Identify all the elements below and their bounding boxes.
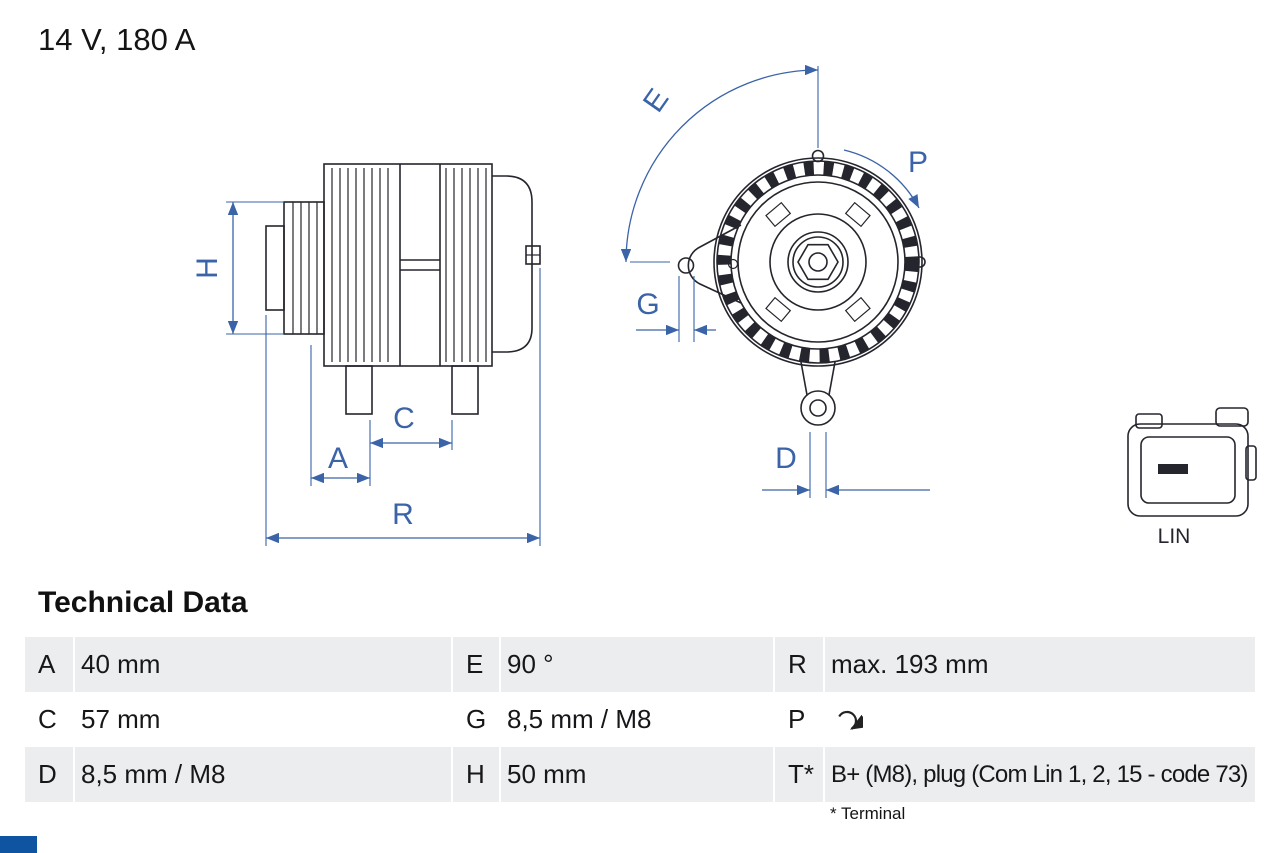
table-cell-key: E: [453, 637, 499, 692]
table-cell-value: 8,5 mm / M8: [507, 704, 652, 734]
table-cell-key: A: [25, 637, 73, 692]
front-view-drawing: [677, 149, 926, 426]
fan-slot-ring: [717, 161, 919, 363]
dimension-r: R: [265, 268, 541, 546]
table-cell-key: D: [25, 747, 73, 802]
connector-drawing: LIN: [1127, 407, 1257, 548]
dim-label-d: D: [775, 442, 797, 475]
table-cell-key: R: [775, 637, 823, 692]
terminal-footnote: * Terminal: [830, 804, 906, 823]
dim-label-p: P: [908, 146, 928, 179]
mounting-lug-front: [345, 365, 373, 415]
connector-mount-tab: [1215, 407, 1249, 427]
table-cell-value: 40 mm: [75, 637, 451, 692]
dimension-h: H: [191, 201, 284, 335]
table-cell-value: max. 193 mm: [825, 637, 1255, 692]
table-cell-value: 57 mm: [81, 704, 161, 734]
table-cell-key: H: [453, 747, 499, 802]
dimension-c: C: [370, 402, 453, 450]
alternator-housing: [323, 163, 493, 367]
alternator-technical-drawing: H A C R: [191, 64, 1257, 548]
dimension-a: A: [310, 345, 371, 486]
dimension-d: D: [762, 432, 930, 498]
table-cell-value: B+ (M8), plug (Com Lin 1, 2, 15 - code 7…: [825, 747, 1255, 802]
brand-mark: [0, 836, 37, 853]
dim-label-c: C: [393, 402, 415, 435]
shaft-nut-hexagon: [797, 243, 839, 281]
connector-body: [1127, 423, 1249, 517]
top-tab-hole: [811, 149, 825, 163]
mounting-ear-bottom: [800, 390, 836, 426]
connector-pin: [1158, 464, 1188, 474]
right-tab-hole: [914, 256, 926, 268]
rotation-direction-icon: [838, 710, 863, 730]
pulley: [283, 201, 325, 335]
dimension-p: P: [843, 146, 928, 209]
pulley-shaft-step: [265, 225, 285, 311]
connector-label: LIN: [1158, 525, 1191, 548]
table-cell-value: 8,5 mm / M8: [75, 747, 451, 802]
dim-label-e: E: [637, 83, 676, 118]
side-view-drawing: [265, 163, 541, 415]
dim-label-h: H: [191, 257, 224, 279]
dimension-g: G: [636, 276, 716, 342]
dim-label-a: A: [328, 442, 348, 475]
table-row: D 8,5 mm / M8 H 50 mm T* B+ (M8), plug (…: [25, 747, 1255, 802]
rear-end-cap: [492, 175, 533, 353]
mounting-lug-rear: [451, 365, 479, 415]
mounting-hole-left: [677, 257, 695, 274]
table-row: A 40 mm E 90 ° R max. 193 mm: [25, 637, 1255, 692]
table-cell-key: T*: [775, 747, 823, 802]
table-cell-key: C: [38, 704, 57, 734]
page-title: 14 V, 180 A: [38, 22, 196, 57]
table-cell-value: [825, 692, 1255, 747]
table-row: C 57 mm G 8,5 mm / M8 P: [25, 692, 1255, 747]
mounting-hole-bottom: [809, 399, 827, 417]
table-cell-value: 90 °: [501, 637, 773, 692]
table-cell-value: 50 mm: [501, 747, 773, 802]
table-cell-key: G: [466, 704, 487, 734]
technical-data-table: A 40 mm E 90 ° R max. 193 mm C 57 mm G 8…: [25, 637, 1255, 802]
technical-data-heading: Technical Data: [38, 586, 248, 619]
dim-label-g: G: [636, 288, 659, 321]
cooling-fins: [331, 168, 487, 362]
dim-label-r: R: [392, 498, 414, 531]
table-cell-key: P: [788, 704, 806, 734]
